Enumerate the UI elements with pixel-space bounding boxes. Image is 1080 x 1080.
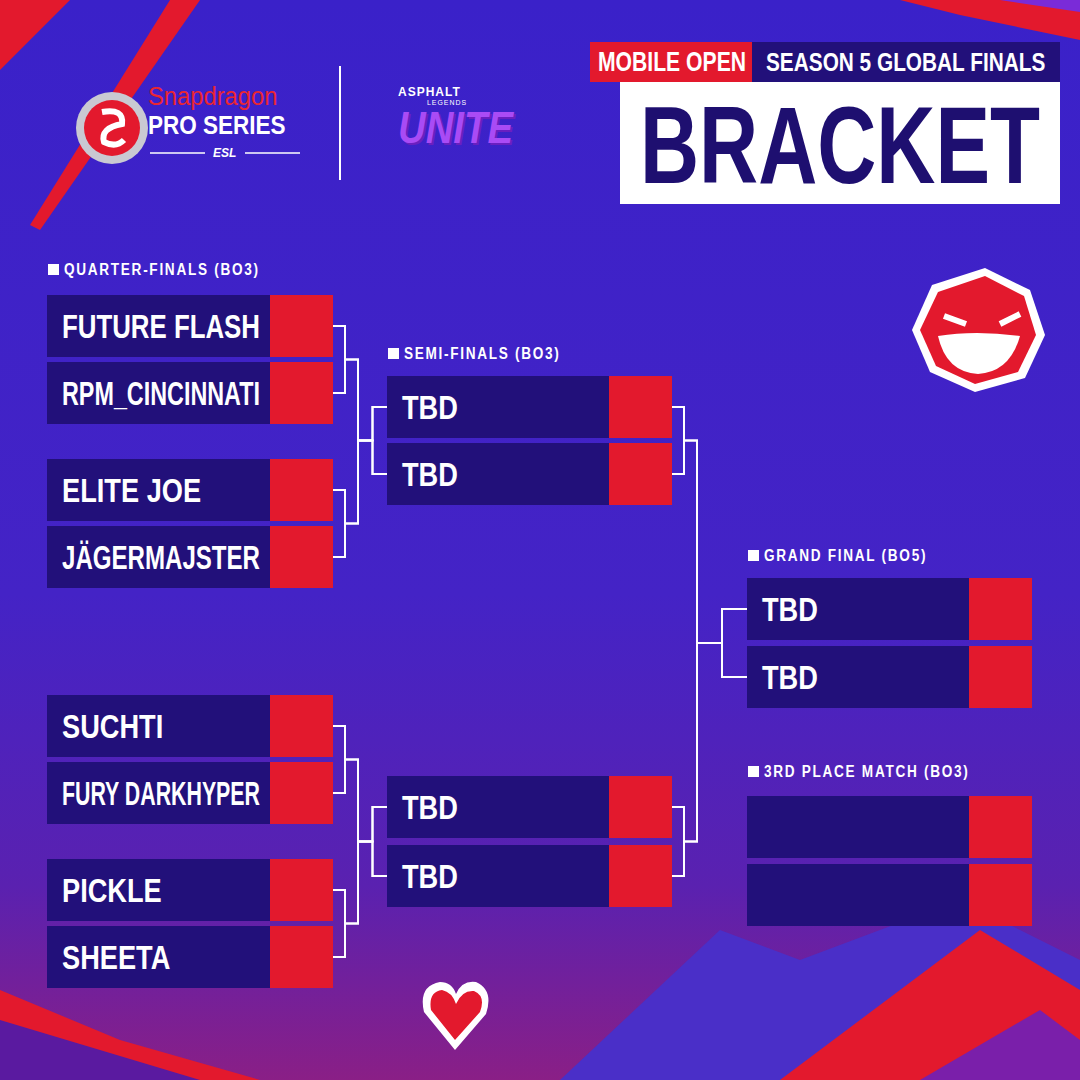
logo-circle xyxy=(76,92,148,164)
team-slot: TBD xyxy=(387,845,672,907)
header-band xyxy=(752,42,1060,82)
title-panel xyxy=(620,82,1060,204)
team-slot: ELITE JOE xyxy=(47,459,333,521)
heading-marker xyxy=(48,264,59,275)
team-slot: TBD xyxy=(747,646,1032,708)
team-name: RPM_CINCINNATI xyxy=(62,376,260,410)
bracket-line xyxy=(333,441,387,524)
bracket-line xyxy=(672,407,747,643)
team-slot: TBD xyxy=(747,578,1032,640)
team-name: TBD xyxy=(402,859,458,893)
bracket-line xyxy=(333,760,387,842)
round-heading: 3RD PLACE MATCH (BO3) xyxy=(764,764,969,780)
score-box xyxy=(270,926,333,988)
bracket-line xyxy=(333,360,387,441)
team-name: TBD xyxy=(402,457,458,491)
bracket-line xyxy=(672,441,747,644)
team-slot: SUCHTI xyxy=(47,695,333,757)
logo-rule xyxy=(150,152,205,154)
score-box xyxy=(969,578,1032,640)
heading-marker xyxy=(748,550,759,561)
logo-text: LEGENDS xyxy=(427,99,467,106)
team-slot: TBD xyxy=(387,376,672,438)
logo-text: Snapdragon xyxy=(148,84,277,109)
heading-marker xyxy=(388,348,399,359)
team-slot: SHEETA xyxy=(47,926,333,988)
team-name: TBD xyxy=(762,660,818,694)
logo-text: PRO SERIES xyxy=(148,113,286,138)
score-box xyxy=(969,796,1032,858)
score-box xyxy=(609,845,672,907)
bracket-line xyxy=(333,326,387,441)
team-name: JÄGERMAJSTER xyxy=(62,540,260,574)
ground-shape xyxy=(920,1010,1080,1080)
score-box xyxy=(270,695,333,757)
empty-slot xyxy=(747,864,1032,926)
header-text: SEASON 5 GLOBAL FINALS xyxy=(766,49,1045,75)
score-box xyxy=(609,443,672,505)
ground-shape xyxy=(780,930,1080,1080)
ground-shape xyxy=(560,900,1080,1080)
score-box xyxy=(270,762,333,824)
round-heading: QUARTER-FINALS (BO3) xyxy=(64,262,260,278)
team-name: TBD xyxy=(402,790,458,824)
round-heading: GRAND FINAL (BO5) xyxy=(764,548,927,564)
empty-slot xyxy=(747,796,1032,858)
corner-shape xyxy=(1000,0,1080,12)
score-box xyxy=(270,859,333,921)
heading-marker xyxy=(748,766,759,777)
bracket-line xyxy=(333,842,387,958)
score-box xyxy=(270,362,333,424)
team-name: TBD xyxy=(762,592,818,626)
score-box xyxy=(270,526,333,588)
team-slot: RPM_CINCINNATI xyxy=(47,362,333,424)
team-name: ELITE JOE xyxy=(62,473,201,507)
mascot-face xyxy=(912,268,1045,392)
header-tag xyxy=(590,42,752,82)
bracket-line xyxy=(672,643,747,876)
team-name: SHEETA xyxy=(62,940,170,974)
team-slot: FURY DARKHYPER xyxy=(47,762,333,824)
logo-rule xyxy=(245,152,300,154)
team-slot: JÄGERMAJSTER xyxy=(47,526,333,588)
header-tag-text: MOBILE OPEN xyxy=(598,48,746,76)
corner-shape xyxy=(0,990,260,1080)
score-box xyxy=(969,864,1032,926)
corner-shape xyxy=(900,0,1080,40)
score-box xyxy=(969,646,1032,708)
bracket-line xyxy=(672,643,747,842)
team-name: FUTURE FLASH xyxy=(62,309,260,343)
logo-text: UNITE xyxy=(398,106,513,150)
logo-text: ASPHALT xyxy=(398,86,461,98)
logo-circle xyxy=(84,100,140,156)
corner-shape xyxy=(0,1020,200,1080)
logo-text: ESL xyxy=(213,147,236,159)
score-box xyxy=(609,776,672,838)
bracket-line xyxy=(333,726,387,842)
logo-divider xyxy=(339,66,341,180)
score-box xyxy=(270,295,333,357)
team-slot: TBD xyxy=(387,443,672,505)
logo-mark xyxy=(102,111,124,144)
team-name: PICKLE xyxy=(62,873,162,907)
corner-shape xyxy=(0,0,70,70)
heart-icon xyxy=(423,982,489,1050)
title: BRACKET xyxy=(640,90,1040,200)
team-name: FURY DARKHYPER xyxy=(62,776,260,810)
score-box xyxy=(609,376,672,438)
heart-icon xyxy=(430,990,482,1040)
team-name: TBD xyxy=(402,390,458,424)
team-slot: TBD xyxy=(387,776,672,838)
team-slot: FUTURE FLASH xyxy=(47,295,333,357)
round-heading: SEMI-FINALS (BO3) xyxy=(404,346,561,362)
score-box xyxy=(270,459,333,521)
team-name: SUCHTI xyxy=(62,709,163,743)
team-slot: PICKLE xyxy=(47,859,333,921)
bracket-line xyxy=(333,441,387,558)
bracket-line xyxy=(333,842,387,924)
